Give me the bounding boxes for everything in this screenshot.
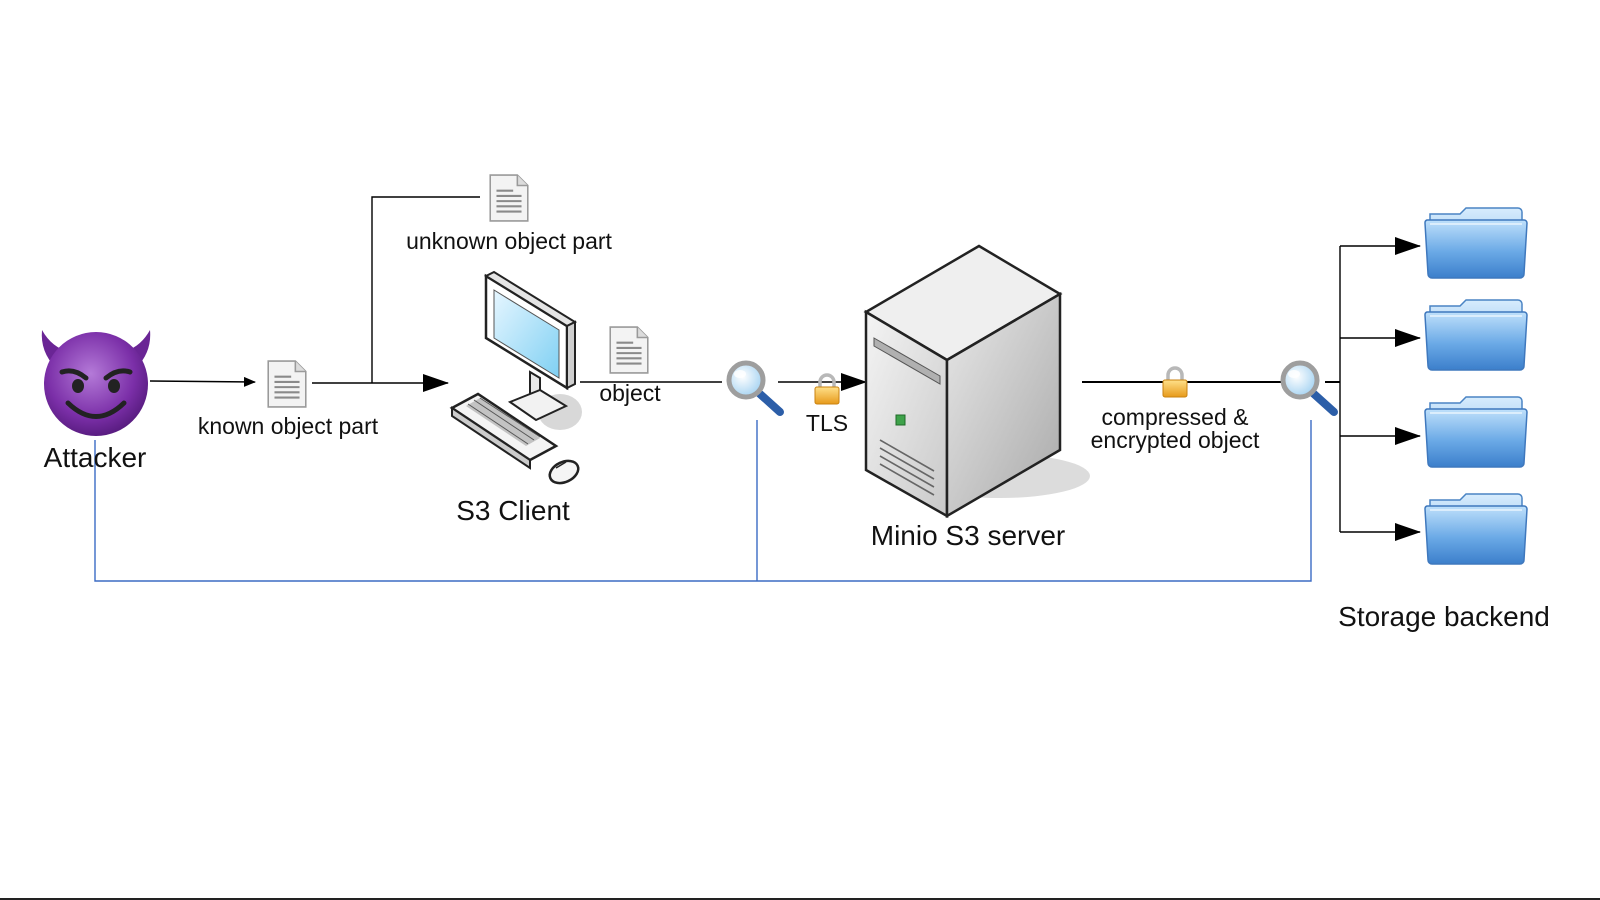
- unknown-object-part-label: unknown object part: [406, 228, 612, 254]
- object-label: object: [599, 380, 661, 406]
- s3-client-label: S3 Client: [456, 495, 570, 526]
- server-tower-icon: [863, 244, 1090, 519]
- minio-server-label: Minio S3 server: [870, 520, 1066, 551]
- observation-lines: [94, 420, 1312, 582]
- magnifier-icon: [1283, 363, 1334, 412]
- tls-label: TLS: [805, 410, 849, 436]
- document-icon: [267, 360, 307, 408]
- folder-icon: [1424, 299, 1528, 371]
- folder-icon: [1424, 207, 1528, 279]
- folder-icon: [1424, 493, 1528, 565]
- known-object-part-label: known object part: [197, 413, 379, 439]
- flow-lines: [149, 196, 1421, 541]
- folder-icon: [1424, 396, 1528, 468]
- magnifier-icon: [729, 363, 780, 412]
- document-icon: [489, 174, 529, 222]
- bottom-border: [0, 898, 1600, 900]
- computer-icon: [449, 270, 582, 485]
- devil-face-icon: [41, 330, 151, 436]
- document-icon: [609, 326, 649, 374]
- edge-attacker-to-client: [149, 376, 256, 387]
- storage-backend-label: Storage backend: [1338, 601, 1550, 632]
- padlock-icon: [1161, 366, 1189, 398]
- padlock-icon: [813, 373, 841, 405]
- attacker-label: Attacker: [43, 442, 147, 473]
- compressed-label: compressed &: [1101, 404, 1249, 430]
- edge-unknown-part: [371, 196, 480, 383]
- encrypted-object-label: encrypted object: [1090, 427, 1260, 453]
